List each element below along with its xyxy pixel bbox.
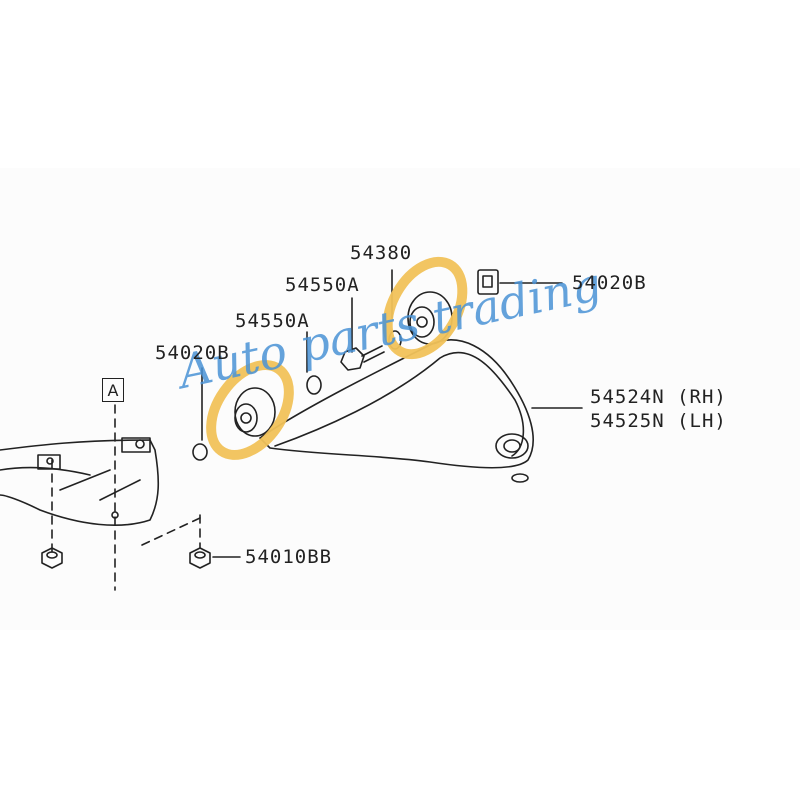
subframe-mount-pad-left — [37, 454, 61, 470]
lower-nut-54020B — [192, 443, 208, 461]
label-54380: 54380 — [350, 242, 413, 264]
subframe-outline — [0, 439, 160, 526]
subframe-ribs — [0, 466, 141, 501]
nut-54010BB — [189, 547, 211, 569]
nut-bottom-left-hole — [46, 551, 58, 559]
subframe-mount-pad — [121, 437, 151, 453]
label-54010BB: 54010BB — [245, 546, 333, 568]
subframe-mount-hole — [135, 439, 145, 449]
label-54020B-right: 54020B — [572, 272, 647, 294]
bolt-head — [340, 347, 365, 371]
nut-54020B-right-inner — [482, 275, 493, 288]
guide-diagonal — [141, 517, 201, 546]
lower-bushing-face — [234, 403, 258, 433]
lower-nut-54550A — [306, 375, 322, 395]
bolt-shank — [361, 345, 385, 363]
control-arm-outline — [259, 339, 534, 469]
background-band — [0, 168, 800, 630]
ball-joint-stud — [511, 473, 529, 483]
label-54550A-upper: 54550A — [285, 274, 360, 296]
lower-bushing-body — [234, 387, 276, 437]
upper-bushing-bore — [416, 316, 428, 328]
subframe-mount-hole-left — [46, 457, 54, 465]
nut-bottom-left — [41, 547, 63, 569]
lower-bushing-bore — [240, 412, 252, 424]
reference-box-a: A — [102, 378, 124, 402]
control-arm-inner-edge — [274, 351, 525, 457]
label-54550A-lower: 54550A — [235, 310, 310, 332]
label-54020B-left: 54020B — [155, 342, 230, 364]
nut-54010BB-hole — [194, 551, 206, 559]
label-54524N-rh: 54524N (RH) — [590, 386, 727, 408]
nut-54020B-right — [477, 269, 499, 295]
ball-joint-outer — [495, 433, 529, 459]
upper-bushing-highlight — [382, 256, 468, 360]
lower-bushing-highlight — [206, 360, 294, 460]
ball-joint-inner — [503, 439, 521, 453]
label-54525N-lh: 54525N (LH) — [590, 410, 727, 432]
upper-bushing-face — [409, 306, 435, 338]
